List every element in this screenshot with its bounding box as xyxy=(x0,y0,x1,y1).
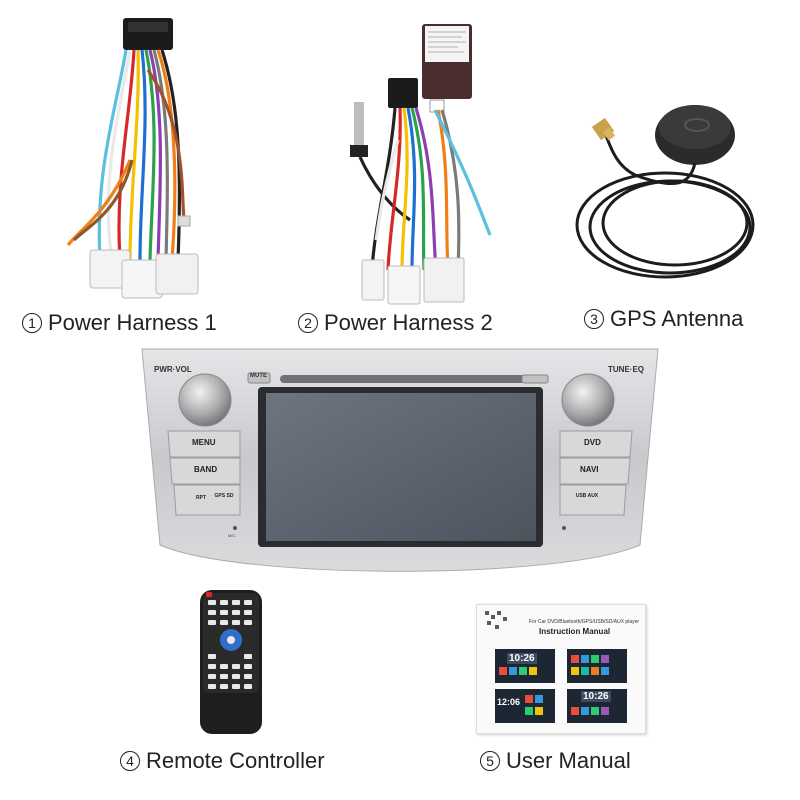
caption-power-harness-2: 2 Power Harness 2 xyxy=(298,310,493,336)
pwr-vol-label: PWR·VOL xyxy=(154,365,192,374)
item-number-badge: 2 xyxy=(298,313,318,333)
caption-label: Power Harness 2 xyxy=(324,310,493,335)
user-manual-image: For Car DVD/Bluetooth/GPS/USB/SD/AUX pla… xyxy=(476,604,646,734)
usb-aux-button[interactable]: USB AUX xyxy=(575,493,599,499)
navi-button[interactable]: NAVI xyxy=(580,465,599,474)
manual-clock-3: 10:26 xyxy=(581,691,611,702)
caption-label: Remote Controller xyxy=(146,748,325,773)
dvd-button[interactable]: DVD xyxy=(584,438,601,447)
manual-subtitle: For Car DVD/Bluetooth/GPS/USB/SD/AUX pla… xyxy=(529,619,640,625)
menu-button[interactable]: MENU xyxy=(192,438,216,447)
item-number-badge: 4 xyxy=(120,751,140,771)
tune-eq-label: TUNE·EQ xyxy=(608,365,644,374)
caption-gps-antenna: 3 GPS Antenna xyxy=(584,306,743,332)
manual-clock-2: 12:06 xyxy=(497,697,521,707)
caption-label: Power Harness 1 xyxy=(48,310,217,335)
item-number-badge: 5 xyxy=(480,751,500,771)
caption-label: User Manual xyxy=(506,748,631,773)
power-harness-1-image xyxy=(60,10,220,305)
caption-power-harness-1: 1 Power Harness 1 xyxy=(22,310,217,336)
item-number-badge: 1 xyxy=(22,313,42,333)
gps-antenna-image xyxy=(565,95,765,295)
caption-remote-controller: 4 Remote Controller xyxy=(120,748,325,774)
gps-sd-button[interactable]: GPS SD xyxy=(214,493,234,499)
manual-title: Instruction Manual xyxy=(539,627,611,636)
rpt-button[interactable]: RPT xyxy=(196,495,206,501)
caption-label: GPS Antenna xyxy=(610,306,744,331)
mute-button[interactable]: MUTE xyxy=(250,373,267,379)
remote-controller-image xyxy=(198,588,264,736)
manual-clock-1: 10:26 xyxy=(507,653,537,664)
car-dvd-head-unit: PWR·VOL TUNE·EQ MUTE MENU BAND RPT GPS S… xyxy=(140,345,660,580)
band-button[interactable]: BAND xyxy=(194,465,218,474)
caption-user-manual: 5 User Manual xyxy=(480,748,631,774)
item-number-badge: 3 xyxy=(584,309,604,329)
mic-label: MIC xyxy=(228,533,236,538)
power-harness-2-image xyxy=(340,20,500,305)
